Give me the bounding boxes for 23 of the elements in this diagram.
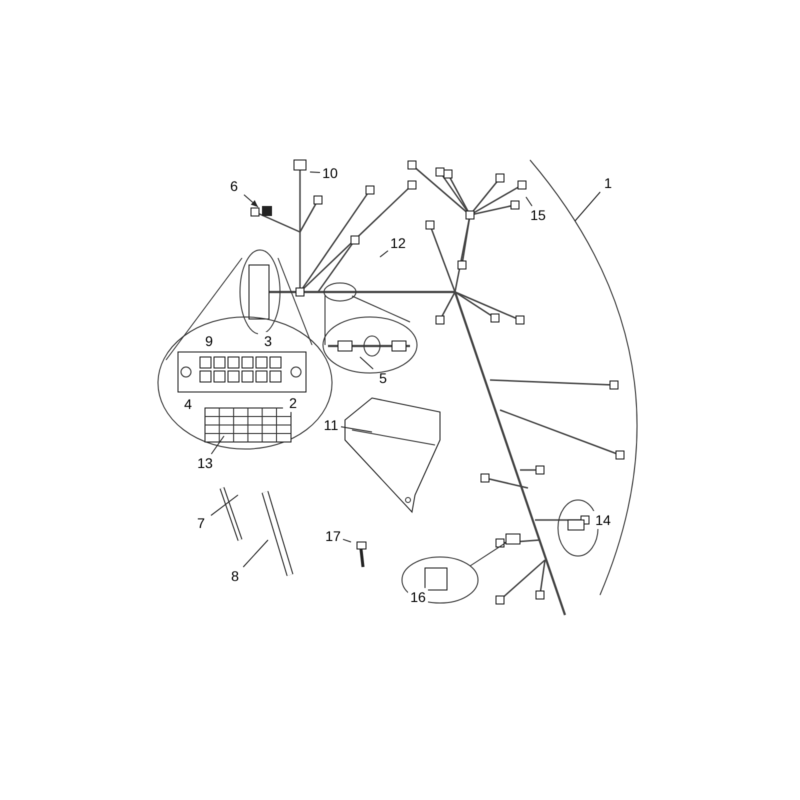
leader-line (342, 538, 352, 542)
callout-number: 5 (373, 369, 393, 387)
callout-number: 15 (528, 206, 548, 224)
leader-line (526, 196, 532, 206)
leader-line (360, 356, 374, 370)
leader-line (210, 436, 224, 454)
callout-number: 8 (225, 567, 245, 585)
callout-number: 7 (191, 514, 211, 532)
callout-number: 11 (321, 416, 341, 434)
leader-line (574, 192, 601, 222)
leader-line (242, 540, 268, 568)
leader-line (210, 494, 238, 516)
callout-number: 17 (323, 527, 343, 545)
leader-line (310, 172, 320, 173)
leader-line (244, 194, 258, 208)
callout-number: 12 (388, 234, 408, 252)
callout-number: 10 (320, 164, 340, 182)
callout-number: 13 (195, 454, 215, 472)
leader-line (380, 250, 388, 258)
callout-number: 14 (593, 511, 613, 529)
callout-number: 1 (598, 174, 618, 192)
callout-number: 6 (224, 177, 244, 195)
leader-line (340, 426, 372, 432)
